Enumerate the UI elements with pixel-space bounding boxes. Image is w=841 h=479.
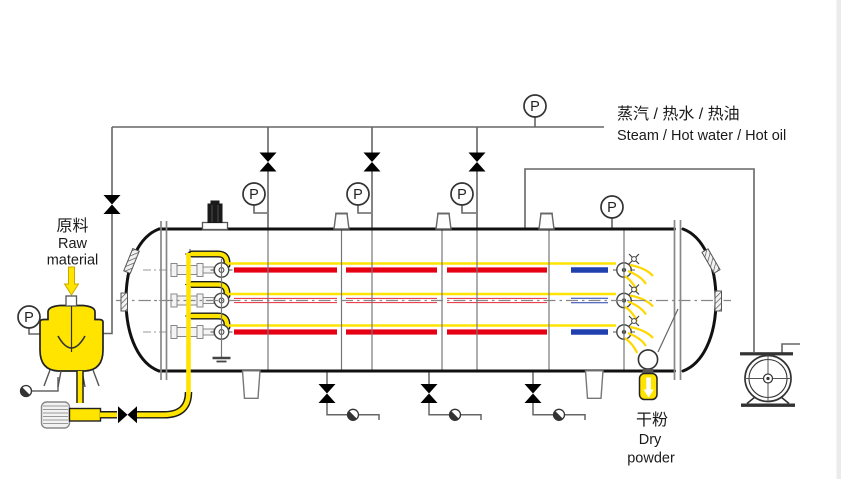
feed-arrow-icon xyxy=(63,266,80,296)
feed-pump xyxy=(40,401,102,429)
gauge-feed-tank-label: P xyxy=(24,310,34,326)
vessel-interior-lines xyxy=(220,229,625,371)
tank-drain-trap xyxy=(19,384,33,398)
heating-medium-label-en: Steam / Hot water / Hot oil xyxy=(617,128,786,144)
gauge-top-manifold-label: P xyxy=(530,99,540,115)
vessel-top-nozzle-2 xyxy=(435,212,452,230)
dry-powder-label-en1: Dry xyxy=(639,432,662,448)
vessel-top-nozzle-3 xyxy=(538,212,555,230)
shaft-ground-symbol xyxy=(212,356,231,363)
raw-material-label-cn: 原料 xyxy=(56,217,88,235)
vessel-top-nozzle-1 xyxy=(333,212,350,230)
steam-trap-2 xyxy=(448,408,462,421)
raw-material-label-en2: material xyxy=(47,253,99,269)
dry-powder-label-cn: 干粉 xyxy=(636,411,668,429)
right-head-center-flange xyxy=(714,290,722,312)
dry-powder-label-en2: powder xyxy=(627,451,675,467)
powder-discharge xyxy=(637,308,679,401)
vessel-support-left xyxy=(241,370,261,399)
left-head-manhole xyxy=(123,247,140,275)
heating-medium-manifold xyxy=(28,117,613,335)
tank-inlet-nozzle xyxy=(65,295,78,307)
condensate-drains xyxy=(32,371,586,420)
gauge-inlet-1-label: P xyxy=(249,187,259,203)
gauge-inlet-2-label: P xyxy=(353,187,363,203)
vacuum-line xyxy=(524,168,800,353)
raw-material-label-en1: Raw xyxy=(58,236,88,252)
left-head-center-flange xyxy=(120,292,128,312)
gauge-vessel-top-label: P xyxy=(607,200,617,216)
vessel-support-right xyxy=(584,370,604,399)
feed-tank-group xyxy=(39,266,193,429)
vacuum-pump xyxy=(740,352,795,407)
page-edge xyxy=(836,0,841,479)
drive-motor xyxy=(201,200,229,231)
steam-trap-3 xyxy=(552,408,566,421)
gauge-inlet-3-label: P xyxy=(457,187,467,203)
down-arrow-icon xyxy=(646,377,651,390)
agitator xyxy=(57,335,86,349)
right-head-manhole xyxy=(701,248,721,274)
vessel-flanges xyxy=(160,220,682,380)
heating-medium-label-cn: 蒸汽 / 热水 / 热油 xyxy=(617,105,740,123)
steam-trap-1 xyxy=(346,408,360,421)
